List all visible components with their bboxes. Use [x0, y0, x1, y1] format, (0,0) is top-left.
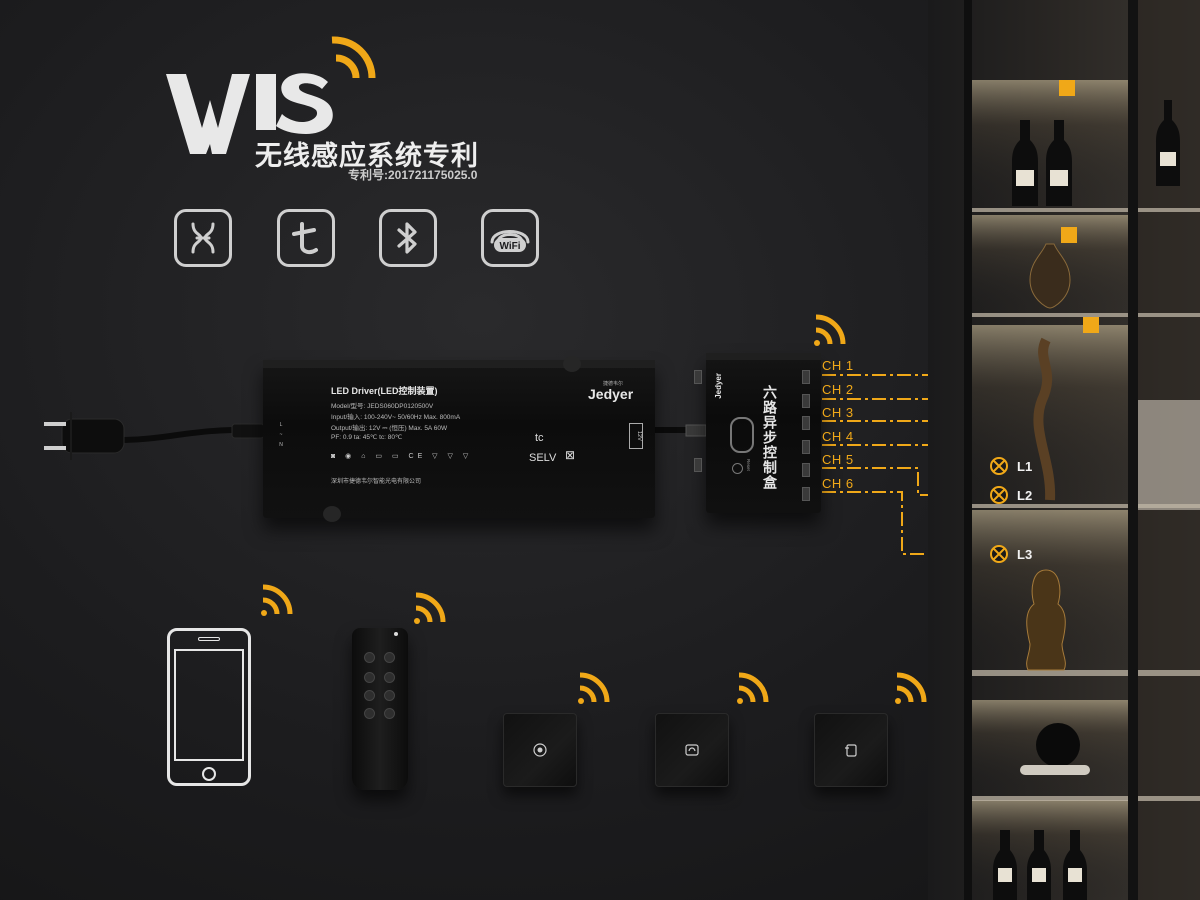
wifi-icon-text: WiFi: [499, 241, 520, 252]
driver-mount-notch: [323, 506, 341, 522]
panel-touch-icon[interactable]: [843, 742, 859, 758]
box-control-button[interactable]: [730, 417, 754, 453]
channel-label-2: CH 2: [822, 382, 854, 397]
tuya-icon: [277, 209, 335, 267]
panel-button-icon[interactable]: [532, 742, 548, 758]
driver-model: Model/型号: JEDS060DP0120500V: [331, 403, 434, 410]
phone-home-button: [202, 767, 216, 781]
lamp-label-l1: L1: [1017, 459, 1033, 474]
input-port-bottom: [694, 458, 702, 472]
output-port-5: [802, 463, 810, 477]
driver-company: 深圳市捷德韦尔智能光电有限公司: [331, 479, 422, 485]
driver-title: LED Driver(LED控制装置): [331, 386, 438, 396]
driver-output: Output/输出: 12V ⎓ (恒压) Max. 5A 60W: [331, 425, 448, 432]
lamp-symbol-l1: [990, 457, 1008, 475]
channel-label-4: CH 4: [822, 429, 854, 444]
channel-label-6: CH 6: [822, 476, 854, 491]
output-port-2: [802, 394, 810, 408]
driver-selv: SELV: [529, 452, 557, 464]
channel-label-5: CH 5: [822, 452, 854, 467]
wall-panel-3: [814, 713, 888, 787]
homekit-icon: [174, 209, 232, 267]
controller-box: Jedyer 六路异步控制盒 Reset: [706, 353, 821, 513]
led-driver: L~N LED Driver(LED控制装置) Model/型号: JEDS06…: [263, 356, 655, 522]
phone-wireless-signal: [261, 584, 293, 616]
driver-brand-cn: 捷德韦尔: [603, 381, 624, 387]
smartphone-icon: [167, 628, 251, 786]
remote-button[interactable]: [384, 672, 395, 683]
power-cord: [44, 412, 265, 460]
light-node-mid: [1083, 317, 1099, 333]
weee-bin-icon: ⊠: [565, 448, 576, 462]
panel-1-wireless-signal: [578, 672, 610, 704]
remote-button[interactable]: [384, 690, 395, 701]
remote-button[interactable]: [364, 708, 375, 719]
phone-screen: [174, 649, 244, 761]
channel-label-3: CH 3: [822, 405, 854, 420]
driver-input-terminal: L~N: [279, 422, 283, 448]
box-title: 六路异步控制盒: [762, 385, 778, 490]
remote-indicator: [394, 632, 398, 636]
lamp-label-l3: L3: [1017, 547, 1033, 562]
light-node-top: [1059, 80, 1075, 96]
slogan: 无线感应系统专利: [255, 141, 479, 171]
remote-button[interactable]: [364, 672, 375, 683]
output-port-6: [802, 487, 810, 501]
driver-pf: PF: 0.9 ta: 45℃ tc: 80℃: [331, 434, 403, 441]
lamp-symbol-l3: [990, 545, 1008, 563]
input-port-top: [694, 370, 702, 384]
light-node-mid-top: [1061, 227, 1077, 243]
wine-cabinet-image: [928, 0, 1200, 900]
remote-button[interactable]: [384, 708, 395, 719]
remote-button[interactable]: [384, 652, 395, 663]
box-brand: Jedyer: [714, 373, 723, 399]
wall-panel-1: [503, 713, 577, 787]
remote-control: [352, 628, 408, 790]
output-port-3: [802, 416, 810, 430]
remote-wireless-signal: [414, 592, 446, 624]
remote-button[interactable]: [364, 690, 375, 701]
lamp-symbol-l2: [990, 486, 1008, 504]
output-port-4: [802, 440, 810, 454]
remote-button[interactable]: [364, 652, 375, 663]
output-port-1: [802, 370, 810, 384]
driver-input: Input/输入: 100-240V~ 50/60Hz Max. 800mA: [331, 414, 461, 421]
channel-label-1: CH 1: [822, 358, 854, 373]
wall-panel-2: [655, 713, 729, 787]
driver-voltage-tag: 12V: [629, 423, 643, 449]
driver-brand: Jedyer: [588, 386, 634, 402]
reset-button[interactable]: [732, 463, 743, 474]
panel-dimmer-icon[interactable]: [684, 742, 700, 758]
wis-logo: [166, 36, 376, 154]
driver-mount-notch: [563, 356, 581, 372]
wifi-icon: WiFi: [481, 209, 539, 267]
panel-3-wireless-signal: [895, 672, 927, 704]
driver-tc-mark: tc: [535, 432, 544, 444]
patent-number: 专利号:201721175025.0: [348, 168, 478, 182]
certification-marks: ◙ ◉ ⌂ ▭ ▭ CE ▽ ▽ ▽: [331, 453, 473, 460]
reset-label: Reset: [746, 459, 751, 471]
lamp-label-l2: L2: [1017, 488, 1033, 503]
box-wireless-signal: [814, 314, 846, 346]
panel-2-wireless-signal: [737, 672, 769, 704]
bluetooth-icon: [379, 209, 437, 267]
phone-speaker: [198, 637, 220, 641]
